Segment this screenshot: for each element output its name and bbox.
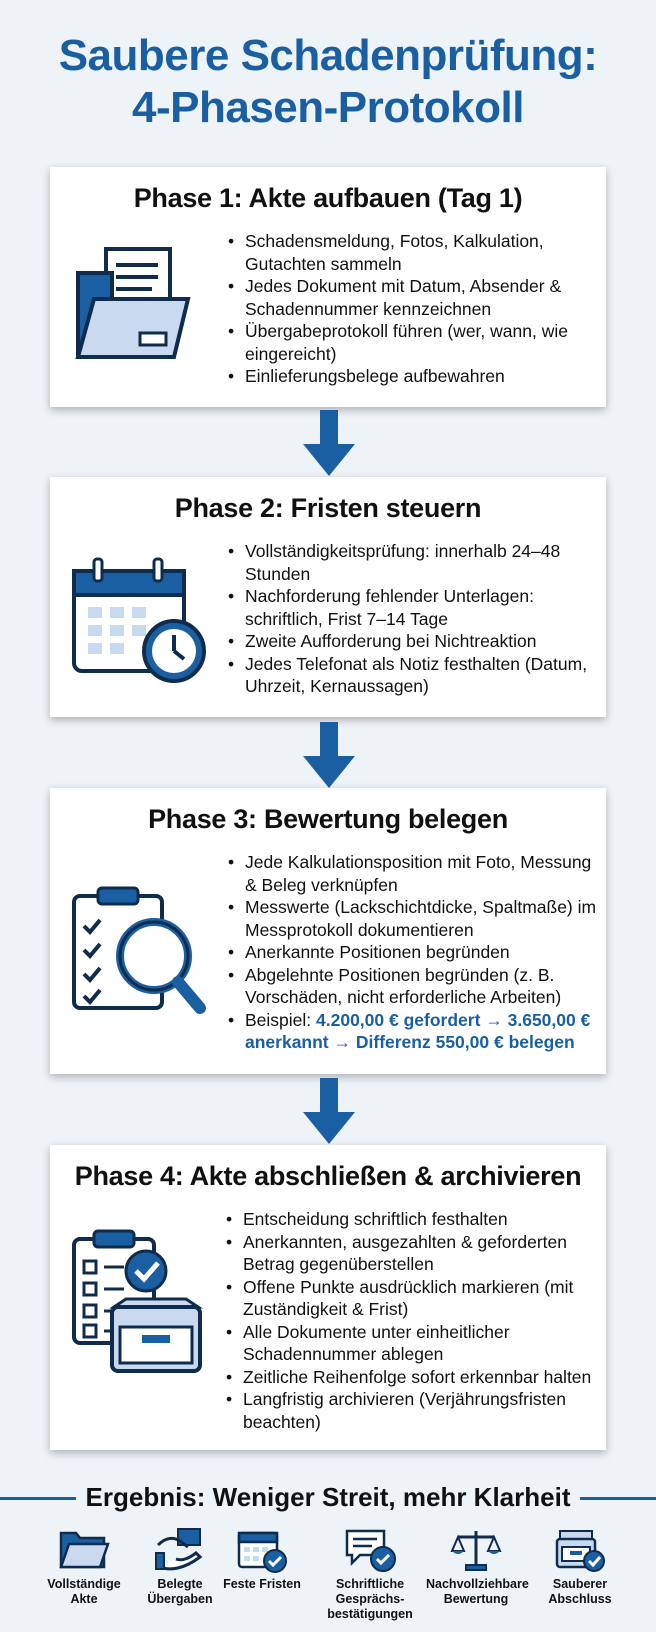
arrow-down-icon (303, 1078, 355, 1149)
phase-4-heading: Phase 4: Akte abschließen & archivieren (74, 1161, 582, 1191)
result-item-feste-fristen: Feste Fristen (212, 1527, 312, 1592)
list-item: Schadensmeldung, Fotos, Kalkulation, Gut… (228, 230, 598, 275)
example-highlight: 4.200,00 € gefordert → 3.650,00 € anerka… (245, 1009, 591, 1053)
divider (0, 1497, 76, 1500)
archive-box-check-icon (555, 1530, 605, 1572)
phase-3-card: Phase 3: Bewertung belegen Jede Kalkulat… (50, 788, 606, 1074)
list-item: Zeitliche Reihenfolge sofort erkennbar h… (226, 1366, 600, 1389)
result-item-schriftliche-gespraechsbestaetigungen: Schriftliche Gesprächs­bestätigungen (320, 1527, 420, 1622)
checklist-magnifier-icon (68, 884, 208, 1025)
result-item-label: Schriftliche Gesprächs­bestätigungen (327, 1577, 413, 1621)
list-item: Jedes Telefonat als Notiz festhalten (Da… (228, 653, 598, 698)
phase-4-card: Phase 4: Akte abschließen & archivieren … (50, 1145, 606, 1450)
phase-2-heading: Phase 2: Fristen steuern (174, 493, 482, 523)
result-item-label: Sauberer Abschluss (548, 1577, 612, 1606)
list-item: Übergabeprotokoll führen (wer, wann, wie… (228, 320, 598, 365)
scales-icon (450, 1531, 502, 1571)
arrow-down-icon (303, 410, 355, 481)
phase-1-heading: Phase 1: Akte aufbauen (Tag 1) (133, 183, 523, 213)
arrow-down-icon (303, 722, 355, 793)
list-item: Jedes Dokument mit Datum, Absender & Sch… (228, 275, 598, 320)
list-item: Offene Punkte ausdrücklich markieren (mi… (226, 1276, 600, 1321)
list-item: Zweite Aufforderung bei Nichtreaktion (228, 630, 598, 653)
phase-2-card: Phase 2: Fristen steuern Vollständigkeit… (50, 477, 606, 717)
list-item: Langfristig archivieren (Verjährungsfris… (226, 1388, 600, 1433)
handover-icon (155, 1528, 203, 1571)
phase-2-bullets: Vollständigkeitsprüfung: innerhalb 24–48… (228, 540, 598, 698)
result-title: Ergebnis: Weniger Streit, mehr Klarheit (85, 1482, 571, 1512)
list-item: Anerkannte Positionen begründen (228, 941, 602, 964)
example-item: Beispiel: 4.200,00 € gefordert → 3.650,0… (228, 1009, 602, 1054)
calendar-clock-icon (70, 553, 210, 692)
list-item: Nachforderung fehlender Unterlagen: schr… (228, 585, 598, 630)
phase-1-card: Phase 1: Akte aufbauen (Tag 1) Schadensm… (50, 167, 606, 407)
title-line-1: Saubere Schadenprüfung: (58, 31, 598, 80)
title-line-2: 4-Phasen-Protokoll (132, 83, 524, 132)
list-item: Einlieferungsbelege aufbewahren (228, 365, 598, 388)
page-title: Saubere Schadenprüfung: 4-Phasen-Protoko… (0, 30, 656, 134)
list-item: Abgelehnte Positionen begründen (z. B. V… (228, 964, 602, 1009)
document-folder-icon (72, 245, 196, 374)
phase-3-heading: Phase 3: Bewertung belegen (148, 804, 508, 834)
list-item: Alle Dokumente unter einheitlicher Schad… (226, 1321, 600, 1366)
result-item-label: Belegte Übergaben (147, 1577, 213, 1606)
divider (580, 1497, 656, 1500)
result-item-label: Feste Fristen (223, 1577, 301, 1591)
list-item: Messwerte (Lackschichtdicke, Spaltmaße) … (228, 896, 602, 941)
result-header: Ergebnis: Weniger Streit, mehr Klarheit (0, 1478, 656, 1518)
speech-bubble-check-icon (345, 1529, 396, 1572)
list-item: Vollständigkeitsprüfung: innerhalb 24–48… (228, 540, 598, 585)
checklist-archive-icon (68, 1227, 208, 1382)
list-item: Jede Kalkulationsposition mit Foto, Mess… (228, 851, 602, 896)
result-item-sauberer-abschluss: Sauberer Abschluss (530, 1527, 630, 1607)
list-item: Anerkannten, ausgezahlten & geforderten … (226, 1231, 600, 1276)
result-item-nachvollziehbare-bewertung: Nachvollziehbare Bewertung (426, 1527, 529, 1607)
folder-icon (59, 1531, 110, 1569)
result-item-vollstaendige-akte: Vollständige Akte (34, 1527, 134, 1607)
phase-4-bullets: Entscheidung schriftlich festhalten Aner… (226, 1208, 600, 1433)
example-prefix: Beispiel: (245, 1009, 317, 1030)
calendar-check-icon (237, 1531, 287, 1573)
list-item: Entscheidung schriftlich festhalten (226, 1208, 600, 1231)
phase-1-bullets: Schadensmeldung, Fotos, Kalkulation, Gut… (228, 230, 598, 388)
result-item-label: Nachvollziehbare Bewertung (426, 1577, 529, 1606)
phase-3-bullets: Jede Kalkulationsposition mit Foto, Mess… (228, 851, 602, 1054)
result-item-belegte-uebergaben: Belegte Übergaben (130, 1527, 230, 1607)
result-item-label: Vollständige Akte (47, 1577, 121, 1606)
